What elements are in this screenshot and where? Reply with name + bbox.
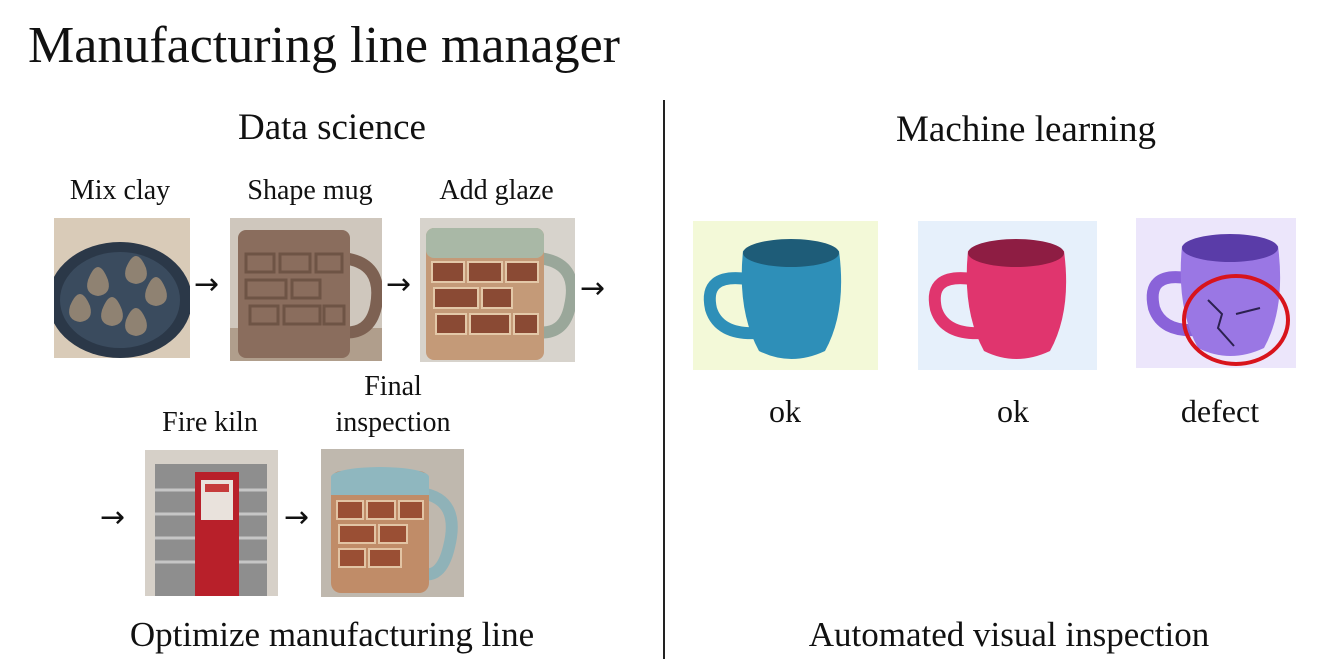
step-label-fire-kiln: Fire kiln [162,407,258,438]
sample-ok-2-photo [918,221,1097,370]
data-science-heading: Data science [238,107,426,148]
shape-mug-photo [230,218,382,361]
step-label-final: Final [364,371,422,402]
sample-ok-1-photo [693,221,878,370]
data-science-footer: Optimize manufacturing line [129,615,535,654]
machine-learning-footer: Automated visual inspection [808,615,1210,654]
step-label-shape-mug: Shape mug [247,175,373,206]
step-label-add-glaze: Add glaze [439,175,554,206]
page-title: Manufacturing line manager [28,17,620,74]
sample-3-label: defect [1180,393,1260,429]
add-glaze-photo [420,218,575,362]
fire-kiln-photo [145,450,278,596]
machine-learning-heading: Machine learning [896,109,1156,150]
step-label-mix-clay: Mix clay [69,175,171,206]
section-divider [663,100,665,659]
mix-clay-photo [54,218,190,358]
step-label-inspection: inspection [335,407,451,438]
sample-defect-photo [1136,218,1296,368]
right-arrow-icon: → [194,267,220,302]
right-arrow-icon: → [284,500,310,535]
sample-1-label: ok [769,393,801,429]
right-arrow-icon: → [580,271,606,306]
final-inspection-photo [321,449,464,597]
sample-2-label: ok [997,393,1029,429]
right-arrow-icon: → [100,500,126,535]
right-arrow-icon: → [386,267,412,302]
